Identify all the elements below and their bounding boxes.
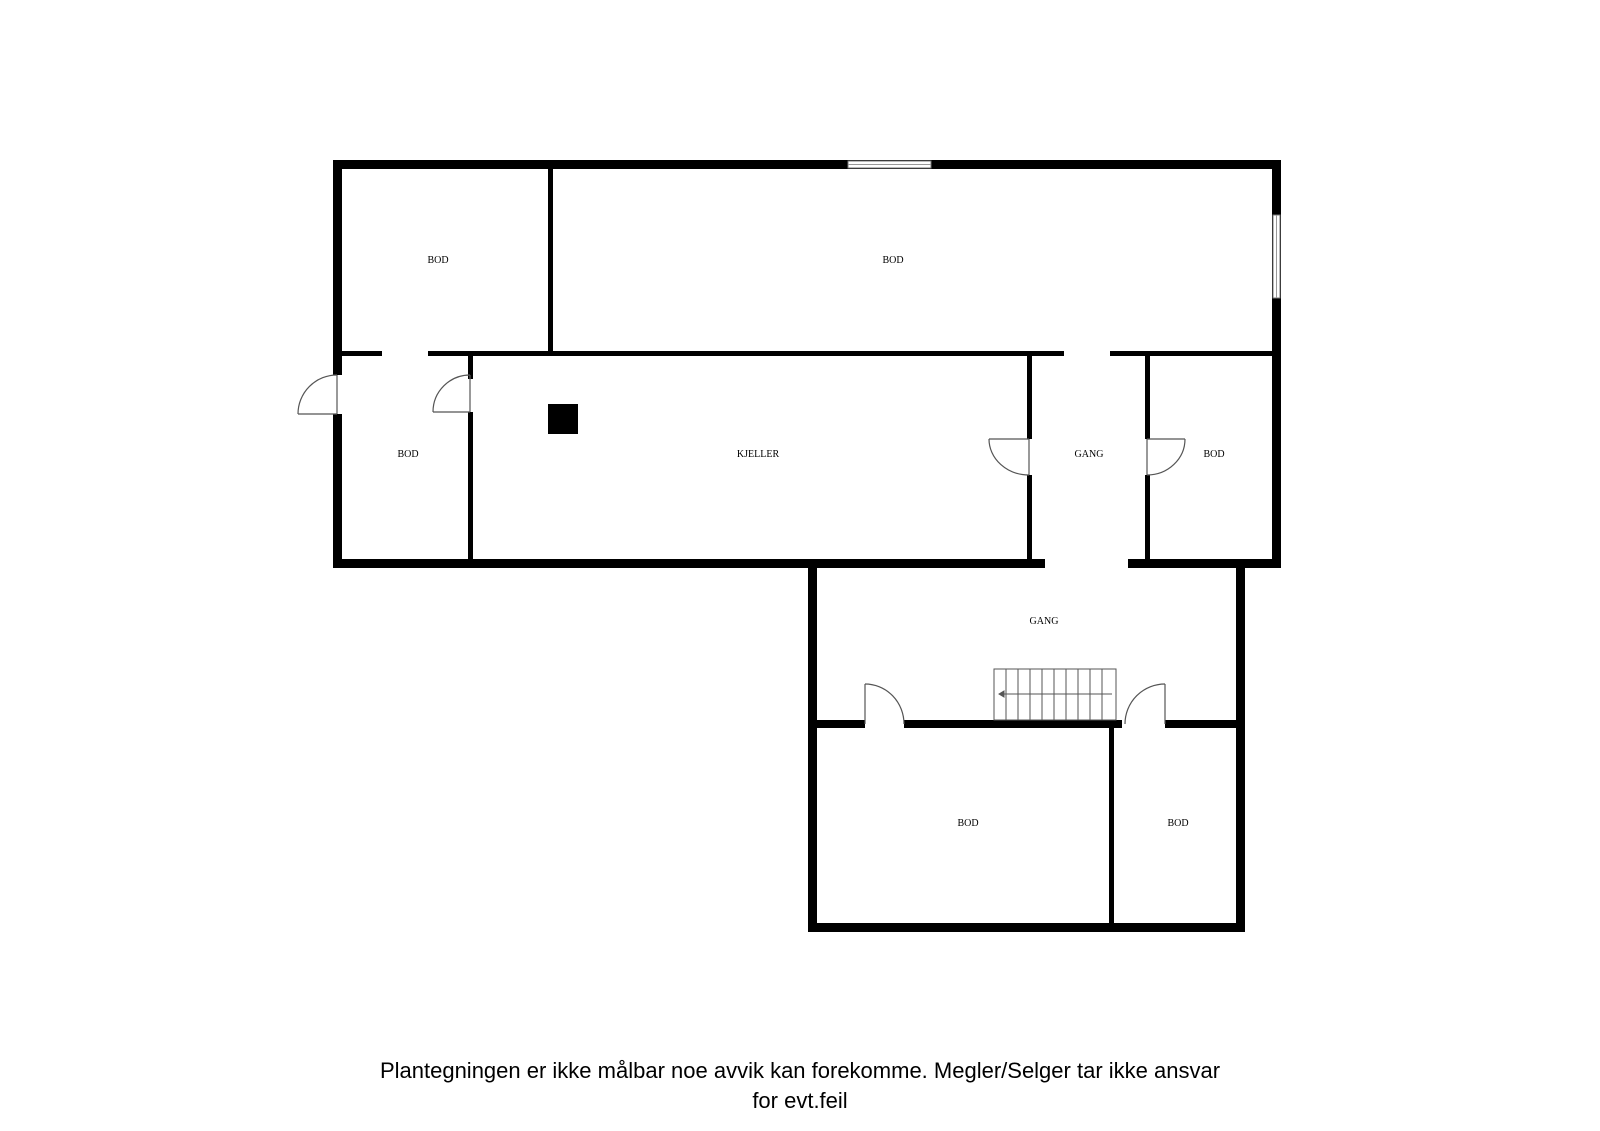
door-bod-bottom-right xyxy=(1124,683,1166,725)
wall-lower-h-a xyxy=(817,720,865,728)
wall-kjeller-left xyxy=(468,356,473,379)
doors xyxy=(297,374,1186,725)
wall-lower-h-c xyxy=(1165,720,1236,728)
wall-kjeller-left-low xyxy=(468,412,473,559)
door-bod-bottom-mid xyxy=(864,683,905,725)
room-label-kjeller: KJELLER xyxy=(737,449,780,460)
room-label-bod-right: BOD xyxy=(1203,449,1224,460)
room-label-bod-bottom-mid: BOD xyxy=(957,818,978,829)
room-label-bod-left: BOD xyxy=(397,449,418,460)
disclaimer-line-2: for evt.feil xyxy=(752,1088,848,1113)
wall-lower-right xyxy=(1236,559,1245,932)
wall-kjeller-right-low xyxy=(1027,475,1032,559)
wall-top xyxy=(333,160,1281,169)
wall-left-upper xyxy=(333,160,342,375)
wall-bottom-left xyxy=(333,559,1045,568)
interior-walls xyxy=(342,169,1272,923)
door-kjeller xyxy=(432,374,471,413)
windows xyxy=(847,160,1281,299)
room-labels: BOD BOD BOD KJELLER GANG BOD GANG BOD BO… xyxy=(397,255,1224,829)
wall-kjeller-right xyxy=(1027,356,1032,439)
wall-lower-bottom xyxy=(808,923,1245,932)
wall-h-mid-a xyxy=(342,351,382,356)
disclaimer-line-1: Plantegningen er ikke målbar noe avvik k… xyxy=(379,1058,1221,1083)
wall-h-mid-b xyxy=(428,351,1064,356)
room-label-bod-bottom-right: BOD xyxy=(1167,818,1188,829)
stairs xyxy=(993,668,1117,721)
wall-right-upper xyxy=(1272,160,1281,568)
door-exterior-left xyxy=(297,374,338,415)
chimney-block xyxy=(548,404,578,434)
wall-bod-right-left xyxy=(1145,356,1150,439)
wall-bod-right-left-low xyxy=(1145,475,1150,559)
room-label-gang-upper: GANG xyxy=(1075,449,1104,460)
outer-walls xyxy=(333,160,1281,932)
wall-bottom-right-upper xyxy=(1128,559,1281,568)
wall-lower-divider xyxy=(1109,728,1114,923)
room-label-gang-lower: GANG xyxy=(1030,616,1059,627)
room-label-bod-top-large: BOD xyxy=(882,255,903,266)
room-label-bod-top-left: BOD xyxy=(427,255,448,266)
disclaimer: Plantegningen er ikke målbar noe avvik k… xyxy=(300,1056,1300,1116)
stairs-outline xyxy=(993,668,1117,721)
wall-divider-top xyxy=(548,169,553,354)
wall-lower-h-b xyxy=(904,720,1122,728)
door-bod-right xyxy=(1146,438,1186,476)
wall-h-mid-c xyxy=(1110,351,1272,356)
door-gang-left xyxy=(988,438,1030,476)
wall-lower-left xyxy=(808,559,817,932)
wall-left-lower xyxy=(333,414,342,568)
